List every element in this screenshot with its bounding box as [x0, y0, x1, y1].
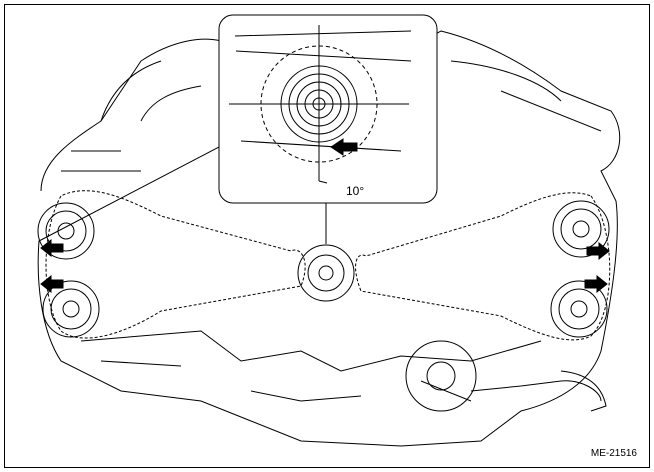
callout-arrow	[330, 138, 358, 156]
right-upper-sprocket	[552, 200, 610, 258]
engine-drawing	[37, 14, 621, 447]
lower-hose	[560, 370, 607, 412]
figure-id-label: ME-21516	[590, 448, 637, 459]
engine-outline	[37, 20, 621, 447]
diagram-frame: 10° ME-21516	[4, 4, 650, 468]
left-lower-sprocket	[42, 280, 100, 338]
chain-left	[45, 190, 306, 339]
chain-right	[355, 192, 611, 341]
angle-label: 10°	[346, 184, 365, 198]
left-lower-arrow	[40, 274, 64, 294]
left-upper-sprocket	[37, 202, 95, 260]
crank-sprocket	[297, 244, 355, 302]
callout-box	[218, 14, 438, 204]
right-upper-arrow	[586, 241, 610, 261]
right-lower-sprocket	[550, 280, 608, 338]
left-upper-arrow	[40, 238, 64, 258]
callout-detail	[229, 25, 412, 184]
engine-lower-detail	[80, 330, 542, 402]
water-pump	[405, 340, 602, 412]
engine-top-detail	[61, 60, 602, 172]
right-lower-arrow	[584, 274, 608, 294]
